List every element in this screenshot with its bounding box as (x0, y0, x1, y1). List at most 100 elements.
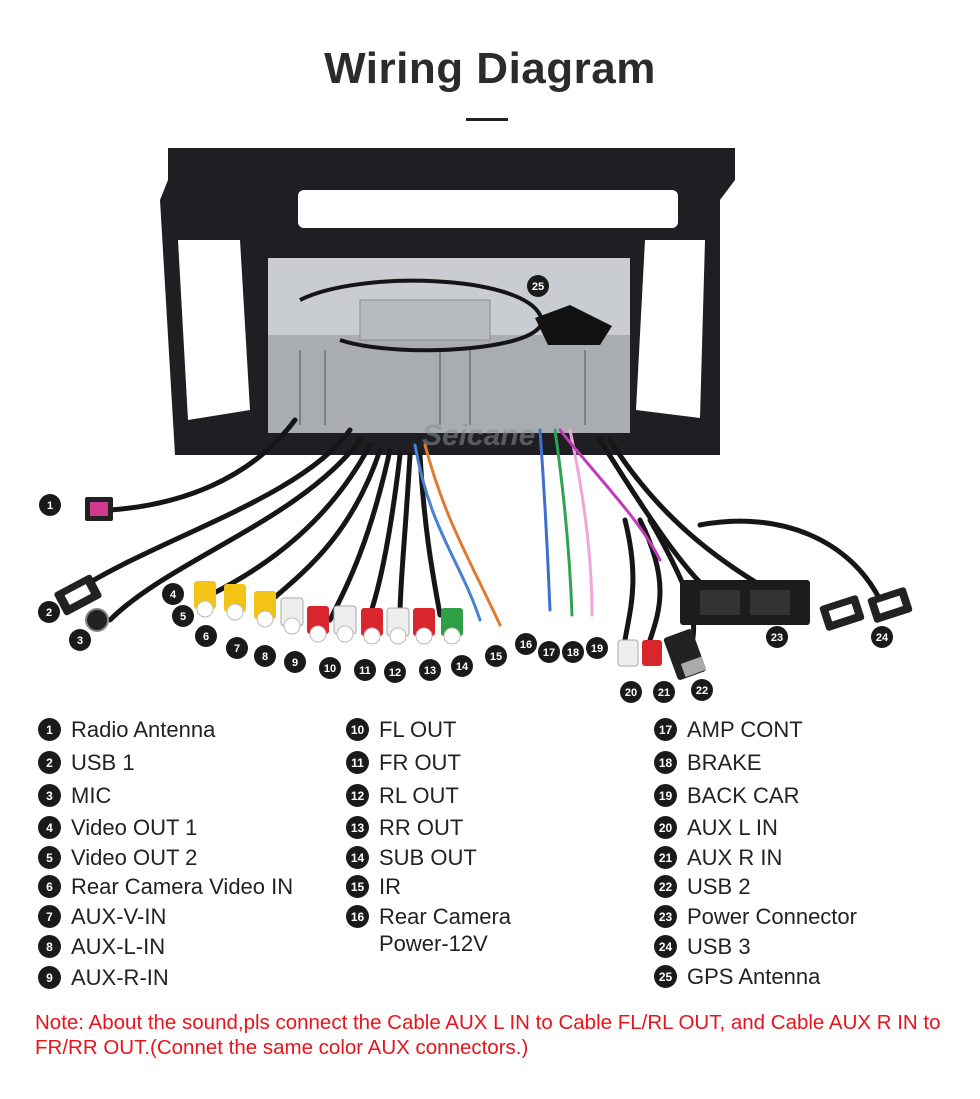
svg-text:7: 7 (234, 643, 240, 655)
marker-2: 2 (38, 601, 60, 623)
usb2-connector (663, 629, 707, 680)
legend-label: FL OUT (379, 717, 457, 742)
marker-4: 4 (162, 583, 184, 605)
svg-text:15: 15 (490, 651, 502, 663)
legend-item-back-car: 19 BACK CAR (654, 782, 857, 814)
legend-number-badge: 15 (346, 875, 369, 898)
svg-text:10: 10 (324, 663, 336, 675)
legend-number-badge: 20 (654, 816, 677, 839)
marker-21: 21 (653, 681, 675, 703)
svg-text:5: 5 (180, 611, 186, 623)
legend-item-amp-cont: 17 AMP CONT (654, 716, 857, 749)
marker-6: 6 (195, 625, 217, 647)
marker-14: 14 (451, 655, 473, 677)
svg-text:13: 13 (424, 665, 436, 677)
svg-text:2: 2 (46, 607, 52, 619)
marker-17: 17 (538, 641, 560, 663)
legend-item-sub-out: 14 SUB OUT (346, 844, 511, 873)
sound-connection-note: Note: About the sound,pls connect the Ca… (35, 1011, 941, 1059)
aux-rca-plugs (617, 639, 662, 667)
marker-24: 24 (871, 626, 893, 648)
legend-item-mic: 3 MIC (38, 782, 293, 814)
marker-25: 25 (527, 275, 549, 297)
legend-label: Rear Camera Power-12V (379, 904, 512, 956)
svg-text:22: 22 (696, 685, 708, 697)
marker-19: 19 (586, 637, 608, 659)
legend-label: BACK CAR (687, 783, 800, 808)
brand-watermark: Seicane (422, 419, 535, 452)
legend-label: AUX-R-IN (71, 965, 169, 990)
legend-label: AUX-V-IN (71, 904, 167, 929)
usb3-connectors (819, 587, 913, 631)
legend-number-badge: 4 (38, 816, 61, 839)
power-connector (680, 580, 810, 625)
legend-number-badge: 7 (38, 905, 61, 928)
legend-label: USB 3 (687, 934, 751, 959)
legend-label: SUB OUT (379, 845, 477, 870)
marker-22: 22 (691, 679, 713, 701)
marker-12: 12 (384, 661, 406, 683)
marker-3: 3 (69, 629, 91, 651)
svg-text:1: 1 (47, 500, 53, 512)
legend-label: RR OUT (379, 815, 464, 840)
legend-label: IR (379, 874, 401, 899)
legend-label: AUX R IN (687, 845, 783, 870)
legend-item-rl-out: 12 RL OUT (346, 782, 511, 814)
svg-text:16: 16 (520, 639, 532, 651)
legend-item-aux-r-in: 9 AUX-R-IN (38, 964, 293, 994)
legend-number-badge: 14 (346, 846, 369, 869)
legend-label: RL OUT (379, 783, 459, 808)
legend-item-gps-antenna: 25 GPS Antenna (654, 963, 857, 993)
marker-9: 9 (284, 651, 306, 673)
legend-number-badge: 3 (38, 784, 61, 807)
legend-item-ir: 15 IR (346, 873, 511, 903)
svg-text:14: 14 (456, 661, 469, 673)
legend-label: Rear Camera Video IN (71, 874, 294, 899)
legend-label: MIC (71, 783, 112, 808)
legend-number-badge: 22 (654, 875, 677, 898)
marker-5: 5 (172, 605, 194, 627)
legend-number-badge: 12 (346, 784, 369, 807)
legend-item-usb3: 24 USB 3 (654, 933, 857, 963)
legend-number-badge: 24 (654, 935, 677, 958)
legend-label: AMP CONT (687, 717, 803, 742)
svg-text:25: 25 (532, 281, 544, 293)
legend-number-badge: 25 (654, 965, 677, 988)
legend-item-rear-camera-power: 16 Rear Camera Power-12V (346, 903, 511, 963)
legend-number-badge: 16 (346, 905, 369, 928)
legend-label: AUX L IN (687, 815, 778, 840)
legend-number-badge: 5 (38, 846, 61, 869)
legend-label: Video OUT 1 (71, 815, 198, 840)
svg-text:4: 4 (170, 589, 177, 601)
legend-number-badge: 19 (654, 784, 677, 807)
svg-text:21: 21 (658, 687, 670, 699)
legend-number-badge: 17 (654, 718, 677, 741)
marker-15: 15 (485, 645, 507, 667)
marker-10: 10 (319, 657, 341, 679)
marker-1: 1 (39, 494, 61, 516)
svg-text:12: 12 (389, 667, 401, 679)
legend-number-badge: 9 (38, 966, 61, 989)
legend-label: USB 2 (687, 874, 751, 899)
usb1-connector (54, 574, 102, 616)
legend-number-badge: 1 (38, 718, 61, 741)
marker-20: 20 (620, 681, 642, 703)
legend-label: BRAKE (687, 750, 762, 775)
legend-item-aux-v-in: 7 AUX-V-IN (38, 903, 293, 933)
svg-text:20: 20 (625, 687, 637, 699)
svg-text:18: 18 (567, 647, 579, 659)
rca-plug-row (194, 581, 463, 645)
legend-item-video-out-1: 4 Video OUT 1 (38, 814, 293, 844)
legend-label: GPS Antenna (687, 964, 821, 989)
legend-number-badge: 13 (346, 816, 369, 839)
